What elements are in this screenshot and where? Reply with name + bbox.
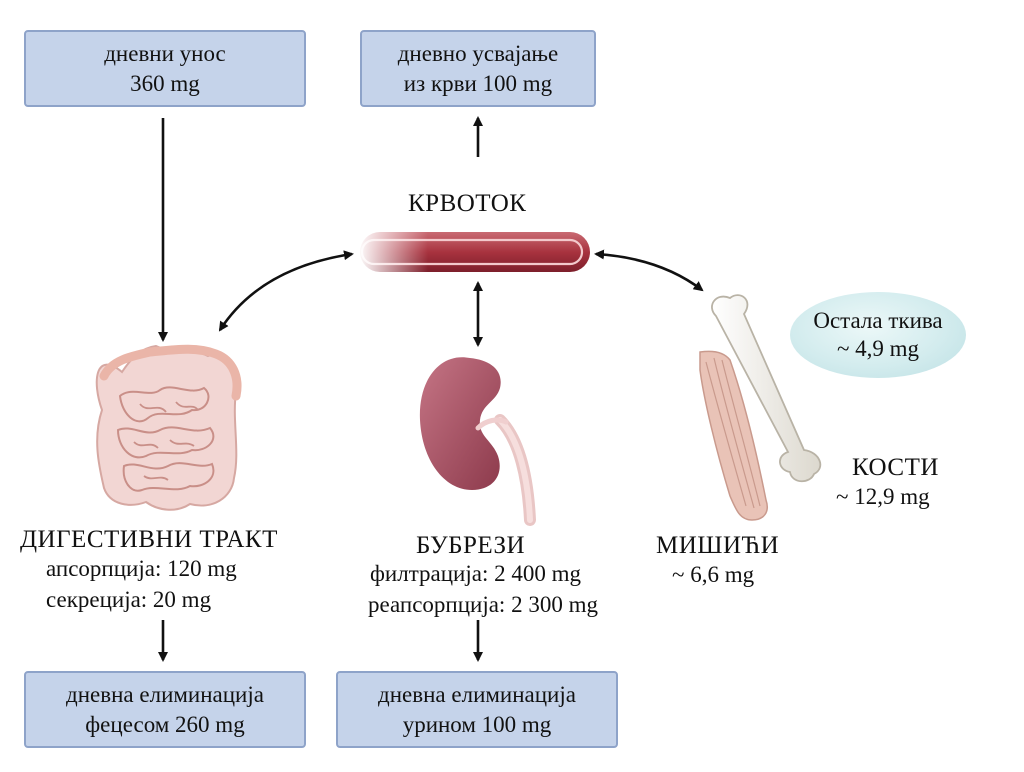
kidneys-title: БУБРЕЗИ	[416, 532, 526, 559]
bone-icon	[711, 294, 822, 483]
daily-intake-line1: дневни унос	[104, 40, 226, 66]
kidney-icon	[419, 357, 536, 526]
flow-arrows	[158, 116, 704, 662]
urinary-elimination-line2: урином 100 mg	[402, 711, 552, 737]
kidneys-filtration: филтрација: 2 400 mg	[370, 561, 581, 586]
fecal-elimination-line2: фецесом 260 mg	[85, 711, 245, 737]
daily-uptake-line2: из крви 100 mg	[403, 70, 553, 96]
digestive-title: ДИГЕСТИВНИ ТРАКТ	[20, 526, 278, 553]
other-tissues-ellipse: Остала ткива ~ 4,9 mg	[790, 292, 966, 378]
daily-uptake-box: дневно усвајање из крви 100 mg	[360, 30, 596, 107]
muscles-title: МИШИЋИ	[656, 532, 780, 559]
kidneys-reabsorption: реапсорпција: 2 300 mg	[368, 592, 598, 617]
urinary-elimination-box: дневна елиминација урином 100 mg	[336, 671, 618, 748]
daily-uptake-line1: дневно усвајање	[397, 40, 559, 66]
bones-amount: ~ 12,9 mg	[836, 484, 930, 509]
daily-intake-box: дневни унос 360 mg	[24, 30, 306, 107]
muscles-amount: ~ 6,6 mg	[672, 562, 755, 587]
fecal-elimination-box: дневна елиминација фецесом 260 mg	[24, 671, 306, 748]
arrow-bloodstream-bones	[594, 249, 704, 292]
digestive-absorption: апсорпција: 120 mg	[46, 556, 237, 581]
urinary-elimination-line1: дневна елиминација	[378, 681, 576, 707]
arrow-bloodstream-digestive	[218, 250, 354, 332]
bones-title: КОСТИ	[852, 454, 939, 481]
other-tissues-amount: ~ 4,9 mg	[836, 336, 920, 361]
muscle-icon	[699, 350, 768, 521]
fecal-elimination-line1: дневна елиминација	[66, 681, 264, 707]
blood-vessel-icon	[358, 228, 590, 276]
digestive-secretion: секреција: 20 mg	[46, 587, 212, 612]
daily-intake-line2: 360 mg	[130, 70, 200, 96]
other-tissues-title: Остала ткива	[813, 308, 943, 333]
bloodstream-title: КРВОТОК	[408, 190, 527, 217]
digestive-tract-icon	[95, 344, 242, 511]
